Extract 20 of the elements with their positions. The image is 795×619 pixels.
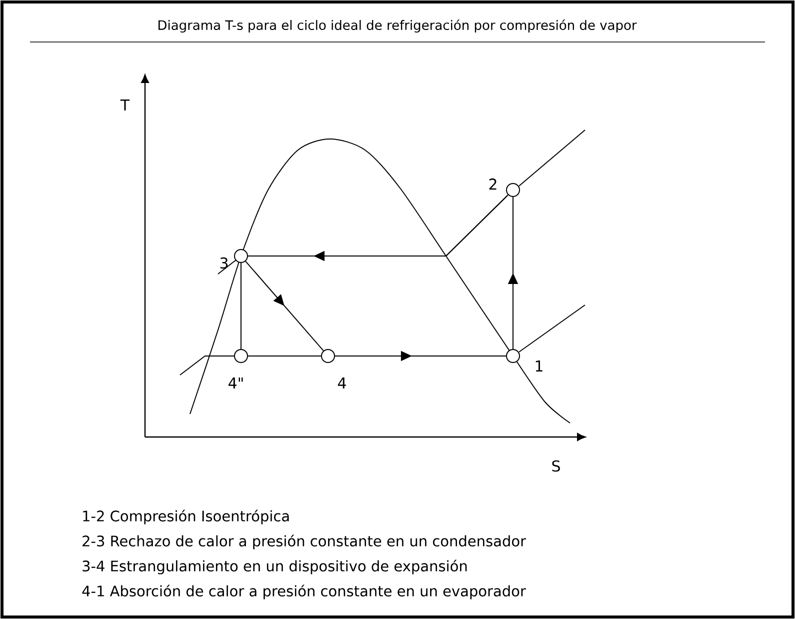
node-label: 4 <box>338 378 346 388</box>
cycle-line <box>240 262 242 350</box>
state-point: 4" <box>228 349 248 388</box>
state-point: 4 <box>321 349 346 388</box>
cycle-line <box>245 260 324 352</box>
node-label: 1 <box>536 360 542 372</box>
title: Diagrama T-s para el ciclo ideal de refrigeración por compresión de vapor <box>158 19 637 33</box>
legend-line: 4-1 Absorción de calor a presión constante en un evaporador <box>82 584 526 600</box>
node-label: 4" <box>228 378 243 388</box>
state-point: 1 <box>506 349 542 372</box>
legend-line: 2-3 Rechazo de calor a presión constante en un condensador <box>82 534 526 550</box>
node-label: 3 <box>220 257 228 269</box>
axis-label: S <box>552 460 560 472</box>
legend-line: 3-4 Estrangulamiento en un dispositivo de expansión <box>82 560 467 574</box>
state-point: 3 <box>220 249 248 269</box>
cycle-line <box>248 194 509 262</box>
state-point: 2 <box>489 178 520 197</box>
axis-label: T <box>120 100 130 110</box>
legend-line: 1-2 Compresión Isoentrópica <box>83 510 289 524</box>
node-label: 2 <box>489 178 496 190</box>
